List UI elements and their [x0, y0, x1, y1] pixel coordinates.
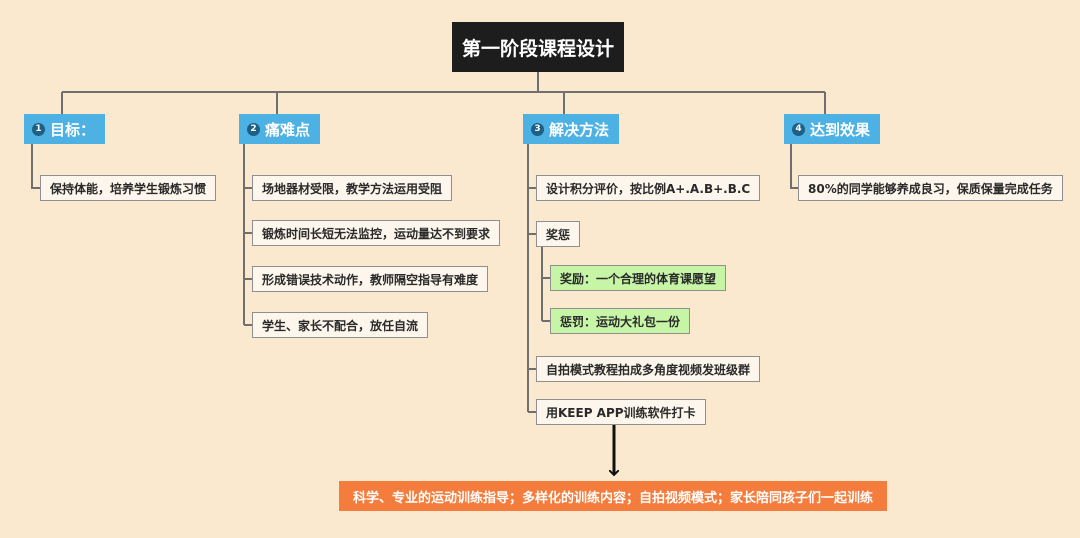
- category-solutions[interactable]: 3 解决方法: [523, 114, 620, 144]
- leaf-pain-1[interactable]: 场地器材受限，教学方法运用受阻: [252, 175, 453, 201]
- leaf-goal-1[interactable]: 保持体能，培养学生锻炼习惯: [40, 175, 217, 201]
- category-pain-points[interactable]: 2 痛难点: [239, 114, 321, 144]
- category-label: 痛难点: [265, 120, 311, 139]
- number-badge-icon: 2: [247, 122, 260, 136]
- leaf-pain-2[interactable]: 锻炼时间长短无法监控，运动量达不到要求: [252, 220, 501, 246]
- summary-box[interactable]: 科学、专业的运动训练指导；多样化的训练内容；自拍视频模式；家长陪同孩子们一起训练: [339, 481, 887, 511]
- leaf-punishment[interactable]: 惩罚：运动大礼包一份: [550, 308, 691, 334]
- cat1-connector: [31, 144, 40, 189]
- number-badge-icon: 3: [531, 122, 544, 136]
- category-label: 达到效果: [810, 120, 871, 139]
- number-badge-icon: 4: [792, 122, 805, 136]
- leaf-solution-1[interactable]: 设计积分评价，按比例A+.A.B+.B.C: [536, 175, 761, 201]
- category-label: 目标：: [50, 120, 96, 139]
- leaf-pain-3[interactable]: 形成错误技术动作，教师隔空指导有难度: [252, 266, 489, 292]
- category-label: 解决方法: [549, 120, 610, 139]
- leaf-solution-2[interactable]: 奖惩: [536, 221, 581, 247]
- leaf-reward[interactable]: 奖励：一个合理的体育课愿望: [550, 265, 727, 291]
- leaf-solution-3[interactable]: 自拍模式教程拍成多角度视频发班级群: [536, 356, 761, 382]
- cat4-connector: [790, 144, 798, 189]
- category-results[interactable]: 4 达到效果: [784, 114, 881, 144]
- category-goal[interactable]: 1 目标：: [24, 114, 106, 144]
- leaf-solution-4[interactable]: 用KEEP APP训练软件打卡: [536, 399, 706, 425]
- number-badge-icon: 1: [32, 122, 45, 136]
- leaf-pain-4[interactable]: 学生、家长不配合，放任自流: [252, 312, 429, 338]
- leaf-result-1[interactable]: 80%的同学能够养成良习，保质保量完成任务: [798, 175, 1063, 201]
- root-title[interactable]: 第一阶段课程设计: [452, 22, 624, 72]
